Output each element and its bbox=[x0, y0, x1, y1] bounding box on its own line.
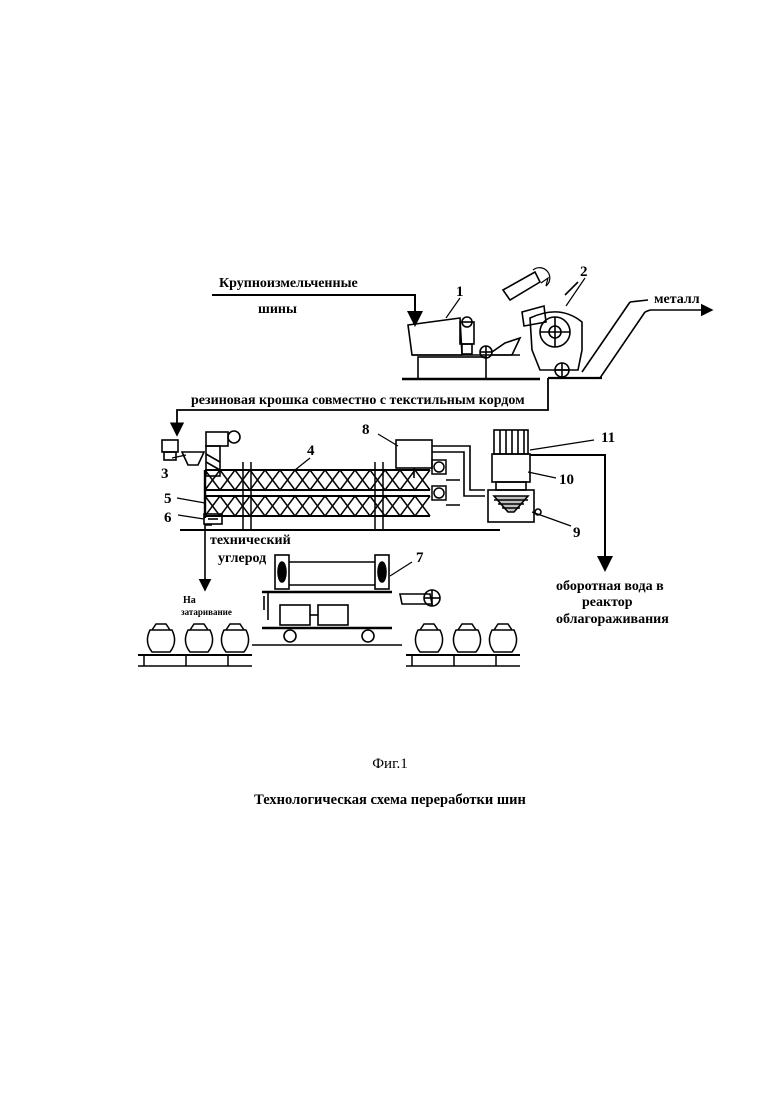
unit-number-4: 4 bbox=[307, 443, 315, 459]
packing-label-line1: На bbox=[183, 595, 196, 606]
water-label-line1: оборотная вода в bbox=[556, 579, 664, 594]
carbon-label-line1: технический bbox=[210, 533, 291, 548]
unit-number-2: 2 bbox=[580, 264, 588, 280]
unit-number-11: 11 bbox=[601, 430, 615, 446]
unit-number-9: 9 bbox=[573, 525, 581, 541]
separator-unit-2 bbox=[503, 268, 650, 378]
input-flow-line bbox=[212, 295, 415, 325]
unit-number-5: 5 bbox=[164, 491, 172, 507]
carbon-label-line2: углерод bbox=[218, 551, 266, 566]
bag-group-right bbox=[406, 624, 520, 666]
unit-number-8: 8 bbox=[362, 422, 370, 438]
unit-number-10: 10 bbox=[559, 472, 574, 488]
unit-number-1: 1 bbox=[456, 284, 464, 300]
packing-label-line2: затаривание bbox=[181, 607, 232, 617]
unit-number-6: 6 bbox=[164, 510, 172, 526]
column-unit-9-10-11 bbox=[488, 430, 541, 522]
shredder-unit-1 bbox=[402, 317, 540, 379]
figure-title: Технологическая схема переработки шин bbox=[0, 792, 780, 809]
water-label-line2: реактор bbox=[582, 595, 633, 610]
input-label-line2: шины bbox=[258, 302, 297, 317]
unit-number-3: 3 bbox=[161, 466, 169, 482]
bag-group-left bbox=[138, 624, 252, 666]
trolley-unit-7 bbox=[252, 555, 440, 645]
screw-reactor-4 bbox=[180, 460, 500, 530]
figure-label: Фиг.1 bbox=[0, 756, 780, 773]
water-label-line3: облагораживания bbox=[556, 612, 669, 627]
input-label-line1: Крупноизмельченные bbox=[219, 276, 358, 291]
crumb-label: резиновая крошка совместно с текстильным… bbox=[191, 393, 525, 408]
unit-number-7: 7 bbox=[416, 550, 424, 566]
metal-label: металл bbox=[654, 292, 700, 307]
